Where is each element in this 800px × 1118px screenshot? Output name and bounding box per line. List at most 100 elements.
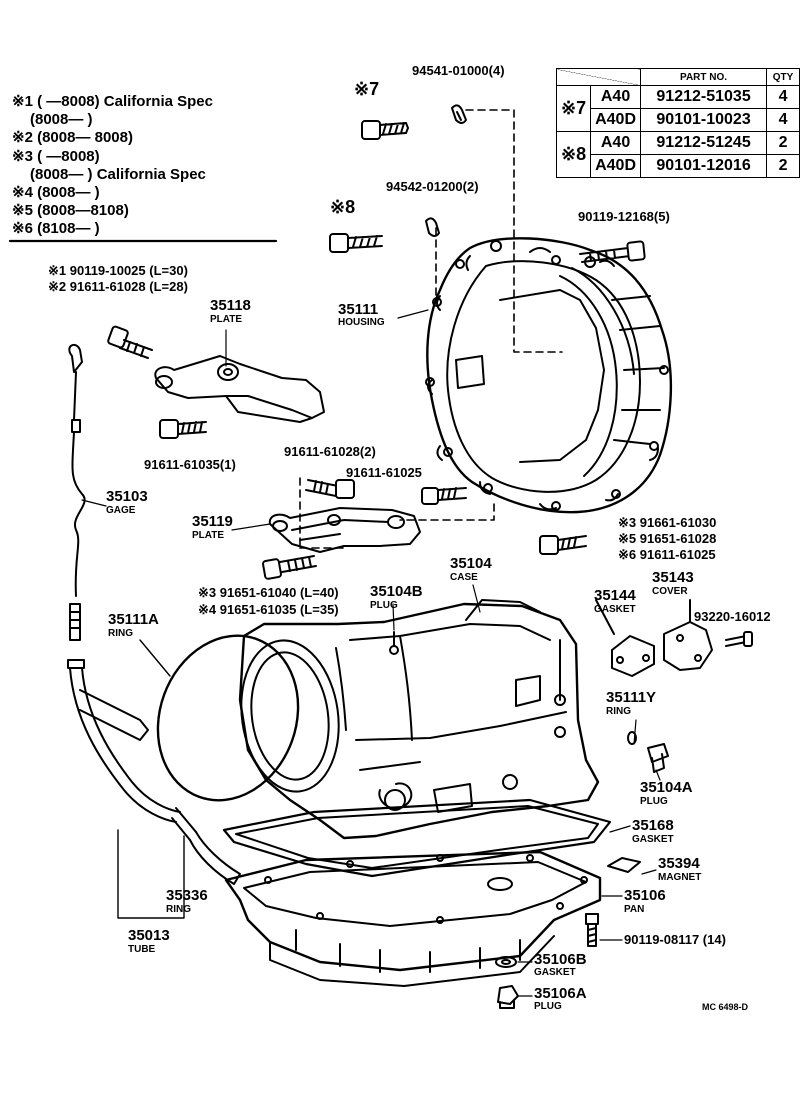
condition-mark: ※5 xyxy=(12,202,33,219)
callout-35336-no: 35336 xyxy=(166,887,208,904)
callout-35013-no: 35013 xyxy=(128,927,170,944)
callout-35013-name: TUBE xyxy=(128,944,156,955)
callout-35106-name: PAN xyxy=(624,904,645,915)
table-part: 90101-10023 xyxy=(639,108,768,132)
callout-35143-no: 35143 xyxy=(652,569,694,586)
table-corner-cell xyxy=(556,68,641,86)
callout-35119-name: PLATE xyxy=(192,530,225,541)
callout-s1: ※1 90119-10025 (L=30) xyxy=(48,263,188,278)
table-model: A40D xyxy=(590,108,641,132)
callout-35111-name: HOUSING xyxy=(338,317,385,328)
callout-s5-right: ※5 91651-61028 xyxy=(618,531,717,546)
callout-35104-name: CASE xyxy=(450,572,478,583)
callout-35106-no: 35106 xyxy=(624,887,666,904)
table-part: 91212-51245 xyxy=(639,131,768,155)
callout-35118-name: PLATE xyxy=(210,314,243,325)
callout-35106a-no: 35106A xyxy=(534,985,587,1002)
callout-90119-08117: 90119-08117 (14) xyxy=(624,932,726,947)
ring-35111y-drawing xyxy=(627,731,637,745)
magnet-35394-drawing xyxy=(607,857,641,873)
gasket-35168-drawing xyxy=(222,798,612,878)
callout-35336-name: RING xyxy=(166,904,191,915)
case-35104-drawing xyxy=(238,599,600,840)
callout-mark8: ※8 xyxy=(330,197,356,217)
callout-35168-name: GASKET xyxy=(632,834,674,845)
cover-35143-drawing xyxy=(595,599,713,671)
callout-35111y-name: RING xyxy=(606,706,631,717)
condition-range: (8008— ) xyxy=(37,184,100,201)
callout-35168-no: 35168 xyxy=(632,817,674,834)
table-model: A40D xyxy=(590,154,641,178)
callout-35111y-no: 35111Y xyxy=(606,689,657,706)
bolt-91611-61035-icon xyxy=(159,419,207,439)
callout-35103-no: 35103 xyxy=(106,488,148,505)
callout-35104a-no: 35104A xyxy=(640,779,693,796)
table-model: A40 xyxy=(590,131,641,155)
tube-35013-drawing xyxy=(67,659,241,885)
callout-35143-name: COVER xyxy=(652,586,688,597)
callout-94542: 94542-01200(2) xyxy=(386,179,479,194)
callout-35118-no: 35118 xyxy=(210,297,251,314)
condition-range: (8008— ) xyxy=(30,166,93,183)
gasket-35106b-drawing xyxy=(495,956,517,968)
callout-35106a-name: PLUG xyxy=(534,1001,562,1012)
bolt-91611-61025-icon xyxy=(421,487,467,505)
gasket-35144-drawing xyxy=(611,635,655,677)
diagram-code: MC 6498-D xyxy=(702,1002,749,1012)
callout-35104-no: 35104 xyxy=(450,555,492,572)
callout-94541: 94541-01000(4) xyxy=(412,63,505,78)
plate-35119-drawing xyxy=(268,507,421,553)
condition-range: (8008— 8008) xyxy=(37,129,133,146)
bolt-s3s4-icon xyxy=(262,555,317,580)
pan-35106-drawing xyxy=(224,850,602,987)
condition-row: ※1 ( —8008) California Spec xyxy=(12,94,213,109)
condition-row: ※6 (8108— ) xyxy=(12,221,100,236)
table-row: A40D 90101-10023 4 xyxy=(557,108,800,132)
callout-93220: 93220-16012 xyxy=(694,609,771,624)
leader-35013 xyxy=(117,829,185,919)
table-row: A40D 90101-12016 2 xyxy=(557,154,800,178)
callout-35104a-name: PLUG xyxy=(640,796,668,807)
bolt-91611-61028-icon xyxy=(305,479,355,499)
condition-row: ※5 (8008—8108) xyxy=(12,203,129,218)
table-qty: 4 xyxy=(766,108,800,132)
callout-35394-no: 35394 xyxy=(658,855,700,872)
washer-94542-icon xyxy=(425,217,440,237)
condition-mark: ※3 xyxy=(12,148,33,165)
callout-35144-no: 35144 xyxy=(594,587,636,604)
callout-s6-right: ※6 91611-61025 xyxy=(618,547,716,562)
bolt-90119-08117-icon xyxy=(585,913,599,947)
condition-range: ( —8008) xyxy=(37,148,100,165)
callout-s3-right: ※3 91661-61030 xyxy=(618,515,717,530)
table-group-mark: ※8 xyxy=(555,131,592,178)
plate-35118-drawing xyxy=(154,355,325,423)
table-header-qty: QTY xyxy=(766,68,800,86)
callout-91611-61035: 91611-61035(1) xyxy=(144,457,236,472)
condition-mark: ※4 xyxy=(12,184,33,201)
callout-90119-12168: 90119-12168(5) xyxy=(578,209,670,224)
bolt-s3s5s6-icon xyxy=(539,535,587,555)
callout-35106b-name: GASKET xyxy=(534,967,576,978)
table-row: ※7 A40 91212-51035 4 xyxy=(555,85,800,132)
callout-35394-name: MAGNET xyxy=(658,872,702,883)
part-number-table: PART NO. QTY ※7 A40 91212-51035 4 A40D 9… xyxy=(555,68,800,178)
plug-35104a-drawing xyxy=(647,743,669,773)
callout-91611-61025: 91611-61025 xyxy=(346,465,422,480)
housing-35111-drawing xyxy=(425,237,673,514)
callout-35144-name: GASKET xyxy=(594,604,636,615)
condition-row: ※4 (8008— ) xyxy=(12,185,100,200)
callout-35119-no: 35119 xyxy=(192,513,233,530)
callout-s4-left: ※4 91651-61035 (L=35) xyxy=(198,602,339,617)
gage-35103-drawing xyxy=(68,343,86,641)
table-part: 90101-12016 xyxy=(639,154,768,178)
condition-note: California Spec xyxy=(96,166,206,183)
callout-35111a-no: 35111A xyxy=(108,611,159,628)
table-qty: 4 xyxy=(766,85,800,109)
condition-row: (8008— ) California Spec xyxy=(30,167,206,182)
condition-note: California Spec xyxy=(103,93,213,110)
bolt-93220-icon xyxy=(725,631,753,647)
table-part: 91212-51035 xyxy=(639,85,768,109)
table-header-part: PART NO. xyxy=(639,68,768,86)
leader-94541 xyxy=(465,109,563,353)
bolt-mark8-icon xyxy=(329,233,383,253)
